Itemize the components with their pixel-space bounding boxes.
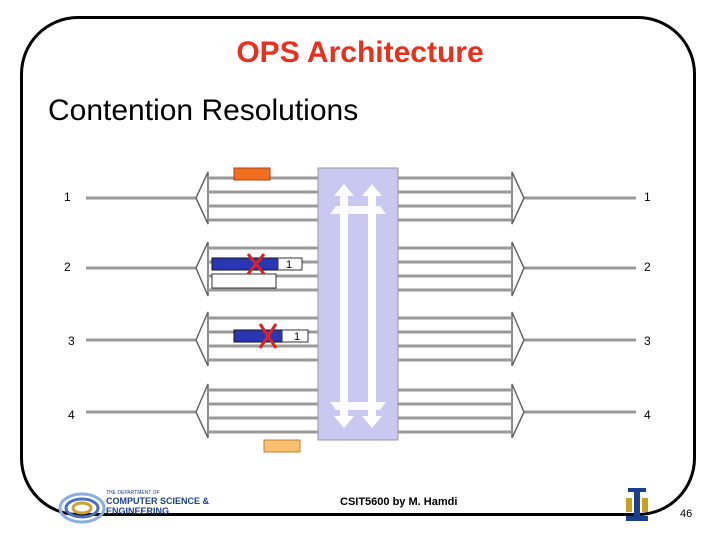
department-logo: THE DEPARTMENT OF COMPUTER SCIENCE & ENG… [58,488,220,528]
output-port-1: 1 [644,190,651,204]
logo-line-3: ENGINEERING [106,506,170,516]
packet-white-input-2 [277,257,303,271]
output-port-3: 3 [644,334,651,348]
packet-blue-input-3 [233,329,283,343]
output-port-4: 4 [644,408,651,422]
input-port-1: 1 [64,190,71,204]
output-mux-3 [511,311,525,367]
input-port-2: 2 [64,260,71,274]
input-demux-3 [195,311,209,367]
slide-title: OPS Architecture [236,36,484,69]
switch-crossover-arrows [330,184,386,428]
input-port-4: 4 [68,408,75,422]
university-logo-icon [626,488,648,521]
slide-frame [20,16,696,516]
logo-line-1: THE DEPARTMENT OF [106,490,160,496]
packet-blue-input-2 [211,257,279,271]
output-port-2: 2 [644,260,651,274]
drop-x-icon-2 [258,323,278,349]
globe-logo-icon [58,492,106,524]
input-demux-2 [195,241,209,297]
packet-label-2: 1 [286,259,292,271]
logo-line-2: COMPUTER SCIENCE & [106,496,210,506]
packet-light-orange [263,439,301,453]
output-mux-1 [511,171,525,225]
slide-footer: CSIT5600 by M. Hamdi [340,496,458,508]
page-number: 46 [680,508,693,520]
input-demux-4 [195,383,209,439]
input-demux-1 [195,171,209,225]
packet-label-3: 1 [294,331,300,343]
output-mux-2 [511,241,525,297]
packet-orange [233,167,271,181]
packet-white-input-3 [281,329,309,343]
input-port-3: 3 [68,334,75,348]
output-mux-4 [511,383,525,439]
slide-subtitle: Contention Resolutions [48,94,359,127]
packet-buffer-input-2 [211,273,277,289]
drop-x-icon [246,253,266,275]
